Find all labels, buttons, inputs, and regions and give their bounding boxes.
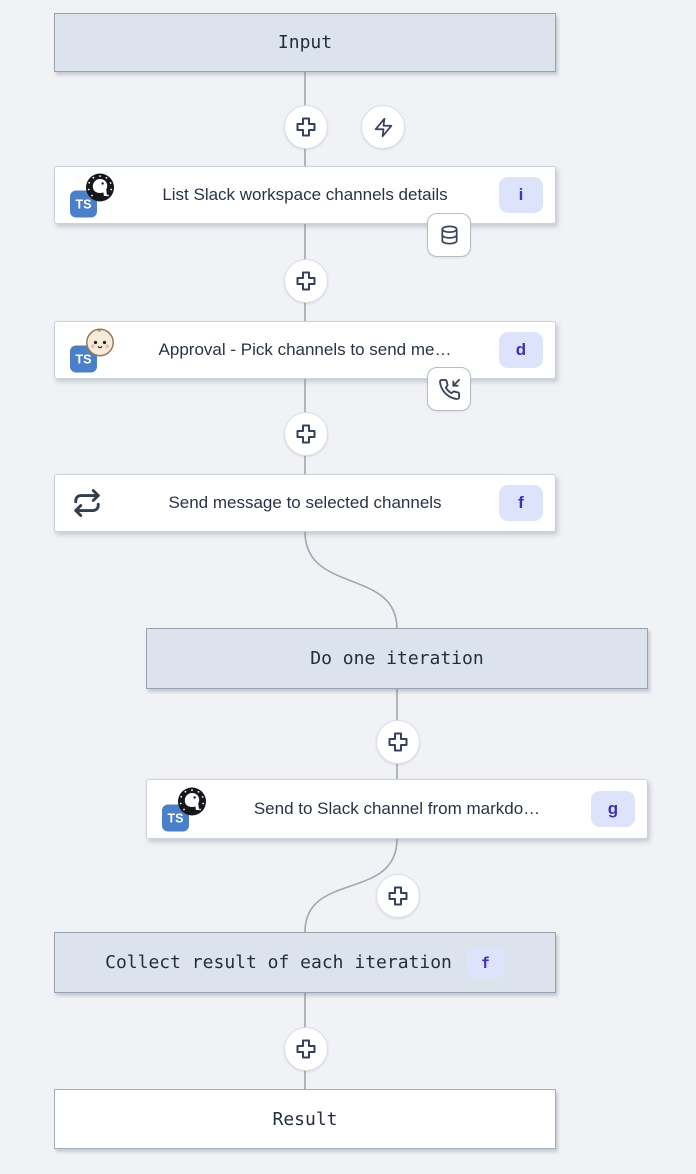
result-node[interactable]: Result — [54, 1089, 556, 1149]
add-step-button-4[interactable] — [376, 720, 420, 764]
loop-collect-node[interactable]: Collect result of each iteration f — [54, 932, 556, 993]
deno-icon — [178, 787, 206, 816]
step-label: Approval - Pick channels to send me… — [158, 340, 452, 359]
zap-icon — [374, 117, 392, 137]
step-id-badge: d — [499, 332, 543, 368]
plus-icon — [296, 117, 316, 137]
input-node[interactable]: Input — [54, 13, 556, 72]
add-trigger-button[interactable] — [361, 105, 405, 149]
plus-icon — [296, 1039, 316, 1059]
step-label: Send to Slack channel from markdo… — [253, 799, 541, 818]
step-label: List Slack workspace channels details — [162, 185, 448, 204]
plus-icon — [388, 732, 408, 752]
plus-icon — [296, 271, 316, 291]
result-node-label: Result — [272, 1108, 338, 1130]
add-step-button-6[interactable] — [284, 1027, 328, 1071]
step-node-i[interactable]: TS List Slack workspace channels details… — [54, 166, 556, 224]
add-step-button-2[interactable] — [284, 259, 328, 303]
phone-incoming-icon — [438, 378, 460, 400]
step-id-badge: f — [465, 947, 505, 978]
loop-collect-label: Collect result of each iteration — [105, 952, 452, 973]
add-step-button-1[interactable] — [284, 105, 328, 149]
step-icon-cluster: TS — [162, 787, 207, 832]
loop-iteration-header[interactable]: Do one iteration — [146, 628, 648, 689]
bun-icon — [86, 328, 114, 357]
plus-icon — [388, 886, 408, 906]
add-step-button-3[interactable] — [284, 412, 328, 456]
step-id-badge: i — [499, 177, 543, 213]
repeat-icon — [74, 489, 100, 517]
step-id-badge: f — [499, 485, 543, 521]
plus-icon — [296, 424, 316, 444]
forloop-node-f[interactable]: Send message to selected channels f — [54, 474, 556, 532]
database-icon — [440, 225, 458, 245]
step-icon-cluster: TS — [70, 328, 115, 373]
deno-icon — [86, 173, 114, 202]
step-node-g[interactable]: TS Send to Slack channel from markdo… g — [146, 779, 648, 839]
input-node-label: Input — [277, 32, 333, 53]
suspend-indicator — [427, 367, 471, 411]
cache-indicator — [427, 213, 471, 257]
loop-iteration-label: Do one iteration — [310, 648, 484, 669]
step-node-d[interactable]: TS Approval - Pick channels to send me… … — [54, 321, 556, 379]
step-icon-cluster: TS — [70, 173, 115, 218]
add-step-button-5[interactable] — [376, 874, 420, 918]
step-id-badge: g — [591, 791, 635, 827]
step-label: Send message to selected channels — [168, 493, 442, 512]
